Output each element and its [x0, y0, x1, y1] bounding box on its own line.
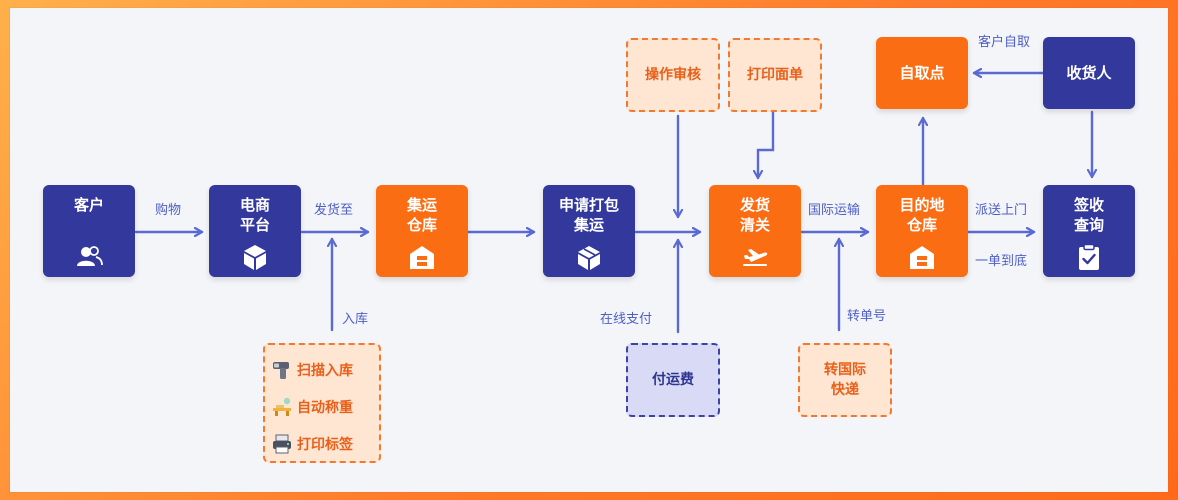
clipboard-check-icon — [1079, 243, 1099, 270]
edge-label-self-pickup: 客户自取 — [978, 35, 1031, 50]
warehouse-op-item: 扫描入库 — [271, 359, 353, 381]
box-intl-express: 转国际 快递 — [798, 343, 892, 417]
edge-label-one-stop: 一单到底 — [975, 254, 1028, 269]
box-intl-express-label: 转国际 快递 — [824, 362, 866, 398]
warehouse-op-item: 打印标签 — [271, 433, 353, 455]
node-apply-packing: 申请打包 集运 — [543, 185, 635, 277]
node-consolidation-warehouse-label: 集运 仓库 — [406, 196, 437, 234]
box-pay-freight-label: 付运费 — [652, 372, 694, 388]
airplane-icon — [743, 249, 768, 266]
node-customer: 客户 — [43, 185, 135, 277]
node-sign-check: 签收 查询 — [1043, 185, 1135, 277]
node-pickup-point-label: 自取点 — [899, 64, 945, 82]
node-ship-customs: 发货 清关 — [709, 185, 801, 277]
node-receiver-label: 收货人 — [1066, 64, 1112, 82]
warehouse-icon — [410, 246, 434, 269]
node-ship-customs-label: 发货 清关 — [739, 196, 770, 234]
box-operation-review: 操作审核 — [626, 38, 720, 112]
edge-label-intl-transport: 国际运输 — [808, 203, 861, 218]
arrow-print-down — [758, 110, 775, 180]
edge-label-transfer-no: 转单号 — [847, 309, 887, 324]
warehouse-icon — [910, 246, 934, 269]
edge-label-online-pay: 在线支付 — [600, 312, 653, 327]
scanner-icon — [273, 362, 289, 379]
node-consolidation-warehouse: 集运 仓库 — [376, 185, 468, 277]
warehouse-op-label: 打印标签 — [297, 437, 353, 453]
open-box-icon — [578, 246, 600, 270]
node-ecommerce: 电商 平台 — [209, 185, 301, 277]
node-ecommerce-label: 电商 平台 — [239, 196, 270, 234]
edge-label-deliver-door: 派送上门 — [975, 203, 1028, 218]
edge-label-purchase: 购物 — [155, 203, 182, 218]
node-destination-warehouse: 目的地 仓库 — [876, 185, 968, 277]
printer-icon — [273, 434, 291, 454]
edge-label-inbound: 入库 — [342, 312, 369, 327]
node-apply-packing-label: 申请打包 集运 — [558, 196, 619, 234]
node-pickup-point: 自取点 — [876, 37, 968, 109]
box-icon — [244, 245, 266, 270]
box-pay-freight: 付运费 — [626, 343, 720, 417]
warehouse-op-label: 自动称重 — [297, 400, 353, 416]
node-receiver: 收货人 — [1043, 37, 1135, 109]
box-print-waybill-label: 打印面单 — [747, 67, 803, 83]
node-sign-check-label: 签收 查询 — [1073, 196, 1104, 234]
box-print-waybill: 打印面单 — [728, 38, 822, 112]
box-operation-review-label: 操作审核 — [645, 67, 701, 83]
scale-icon — [273, 397, 291, 416]
node-destination-warehouse-label: 目的地 仓库 — [899, 196, 945, 234]
warehouse-op-item: 自动称重 — [271, 396, 353, 418]
warehouse-ops-box: 扫描入库 自动称重 打印标签 — [263, 343, 381, 463]
node-customer-label: 客户 — [73, 196, 104, 214]
users-icon — [77, 246, 103, 266]
warehouse-op-label: 扫描入库 — [297, 363, 353, 379]
edge-label-ship-to: 发货至 — [314, 203, 354, 218]
